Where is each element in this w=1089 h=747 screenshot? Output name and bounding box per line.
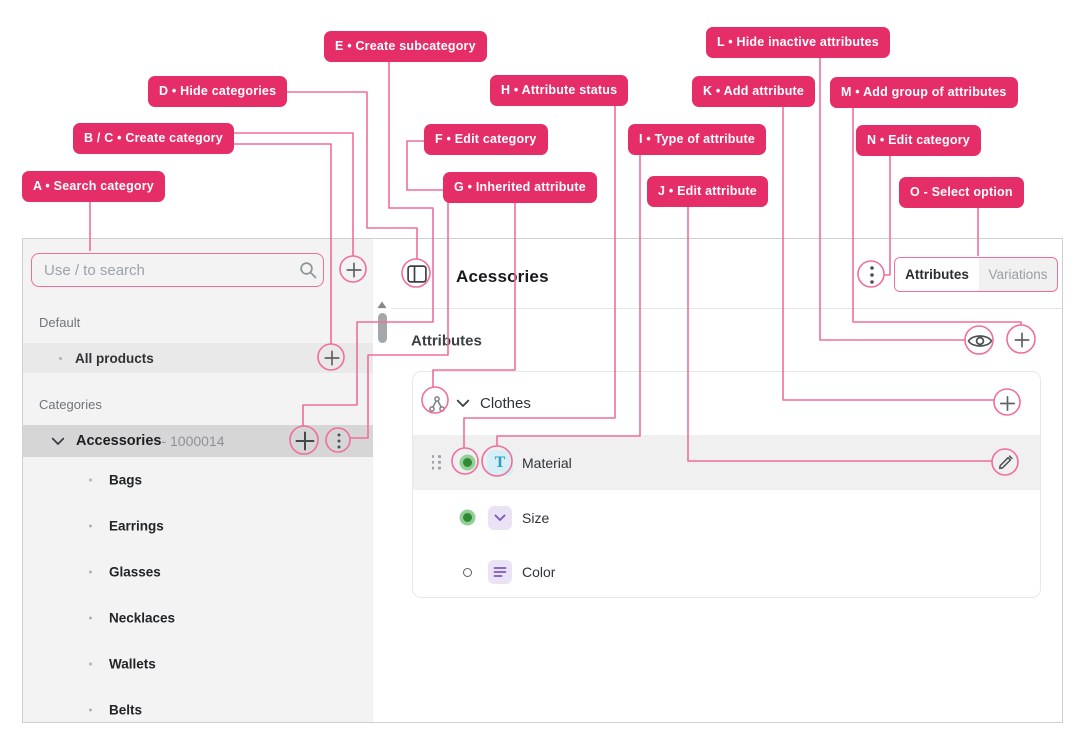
- sidebar-item-all-products[interactable]: All products: [23, 343, 373, 373]
- attribute-type-icon: T: [487, 449, 513, 476]
- bullet-icon: [59, 356, 62, 360]
- bullet-icon: [89, 570, 92, 574]
- bullet-icon: [89, 524, 92, 528]
- page-title: Acessories: [456, 267, 549, 286]
- annotation-badge-k: K • Add attribute: [692, 76, 816, 107]
- attribute-row-size[interactable]: Size: [413, 490, 1040, 545]
- category-child-label: Belts: [109, 702, 143, 718]
- attribute-group-header[interactable]: Clothes: [413, 372, 1040, 435]
- bullet-icon: [89, 662, 92, 666]
- attributes-main: Acessories Attributes Variations Attribu…: [391, 239, 1062, 722]
- chevron-down-icon[interactable]: [51, 437, 65, 446]
- annotation-badge-e: E • Create subcategory: [324, 31, 487, 62]
- annotation-badge-i: I • Type of attribute: [628, 124, 766, 155]
- section-label-default: Default: [39, 315, 81, 330]
- scroll-up-icon[interactable]: [377, 301, 387, 309]
- category-child-label: Bags: [109, 472, 143, 488]
- add-attribute-group-button[interactable]: [1014, 332, 1031, 349]
- attribute-status-radio[interactable]: [462, 458, 472, 467]
- create-category-button[interactable]: [346, 262, 363, 279]
- all-products-add-button[interactable]: [324, 350, 341, 367]
- attribute-row-material[interactable]: T Material: [413, 435, 1040, 490]
- attributes-heading: Attributes: [411, 332, 482, 350]
- annotation-badge-bc: B / C • Create category: [73, 123, 234, 154]
- annotation-badge-f: F • Edit category: [424, 124, 548, 155]
- bullet-icon: [89, 708, 92, 712]
- sidebar-item-glasses[interactable]: Glasses: [23, 549, 373, 595]
- bullet-icon: [89, 478, 92, 482]
- group-name: Clothes: [480, 395, 531, 412]
- annotation-badge-m: M • Add group of attributes: [830, 77, 1018, 108]
- selected-category-id: - 1000014: [161, 433, 225, 449]
- tabs-switcher: Attributes Variations: [894, 257, 1058, 292]
- annotation-badge-o: O - Select option: [899, 177, 1024, 208]
- section-label-categories: Categories: [39, 397, 102, 412]
- sidebar-item-earrings[interactable]: Earrings: [23, 503, 373, 549]
- chevron-down-icon[interactable]: [456, 399, 470, 408]
- sidebar-item-accessories[interactable]: Accessories - 1000014: [23, 425, 373, 457]
- category-attributes-panel: Default All products Categories Accessor…: [22, 238, 1063, 723]
- annotation-badge-d: D • Hide categories: [148, 76, 288, 107]
- attribute-status-radio[interactable]: [462, 567, 472, 577]
- annotation-badge-h: H • Attribute status: [490, 75, 629, 106]
- tab-attributes[interactable]: Attributes: [895, 258, 979, 291]
- attribute-type-icon: [488, 560, 512, 584]
- category-child-label: Earrings: [109, 518, 164, 534]
- sidebar-item-wallets[interactable]: Wallets: [23, 641, 373, 687]
- category-child-label: Glasses: [109, 564, 161, 580]
- categories-sidebar: Default All products Categories Accessor…: [23, 239, 373, 722]
- annotation-badge-a: A • Search category: [22, 171, 165, 202]
- scrollbar-thumb[interactable]: [377, 313, 387, 343]
- attribute-name: Size: [522, 509, 550, 526]
- add-attribute-button[interactable]: [995, 395, 1019, 412]
- attribute-row-color[interactable]: Color: [413, 545, 1040, 597]
- hide-categories-toggle[interactable]: [407, 265, 428, 284]
- drag-handle-icon[interactable]: [431, 455, 441, 470]
- annotation-badge-l: L • Hide inactive attributes: [706, 27, 890, 58]
- sidebar-item-belts[interactable]: Belts: [23, 687, 373, 722]
- category-child-label: Necklaces: [109, 610, 176, 626]
- category-kebab-button[interactable]: [337, 433, 341, 449]
- scrollbar[interactable]: [373, 239, 391, 722]
- main-kebab-button[interactable]: [870, 266, 875, 285]
- create-subcategory-button[interactable]: [295, 431, 316, 452]
- tab-variations[interactable]: Variations: [988, 267, 1048, 282]
- category-child-label: Wallets: [109, 656, 156, 672]
- attribute-type-icon: [488, 505, 512, 530]
- annotation-badge-g: G • Inherited attribute: [443, 172, 597, 203]
- annotation-line-d: [285, 91, 418, 259]
- edit-attribute-button[interactable]: [993, 454, 1017, 471]
- hide-inactive-attributes-button[interactable]: [967, 332, 993, 351]
- bullet-icon: [89, 616, 92, 620]
- annotation-badge-n: N • Edit category: [856, 125, 981, 156]
- sidebar-item-bags[interactable]: Bags: [23, 457, 373, 503]
- inherited-attribute-icon: [425, 394, 449, 414]
- all-products-label: All products: [75, 350, 154, 366]
- divider: [391, 308, 1062, 309]
- attribute-name: Material: [522, 454, 572, 471]
- selected-category-name: Accessories: [76, 433, 162, 449]
- attribute-name: Color: [522, 564, 556, 580]
- attribute-status-radio[interactable]: [462, 513, 472, 522]
- annotation-badge-j: J • Edit attribute: [647, 176, 768, 207]
- sidebar-item-necklaces[interactable]: Necklaces: [23, 595, 373, 641]
- search-icon: [299, 261, 318, 280]
- search-input[interactable]: [31, 253, 324, 287]
